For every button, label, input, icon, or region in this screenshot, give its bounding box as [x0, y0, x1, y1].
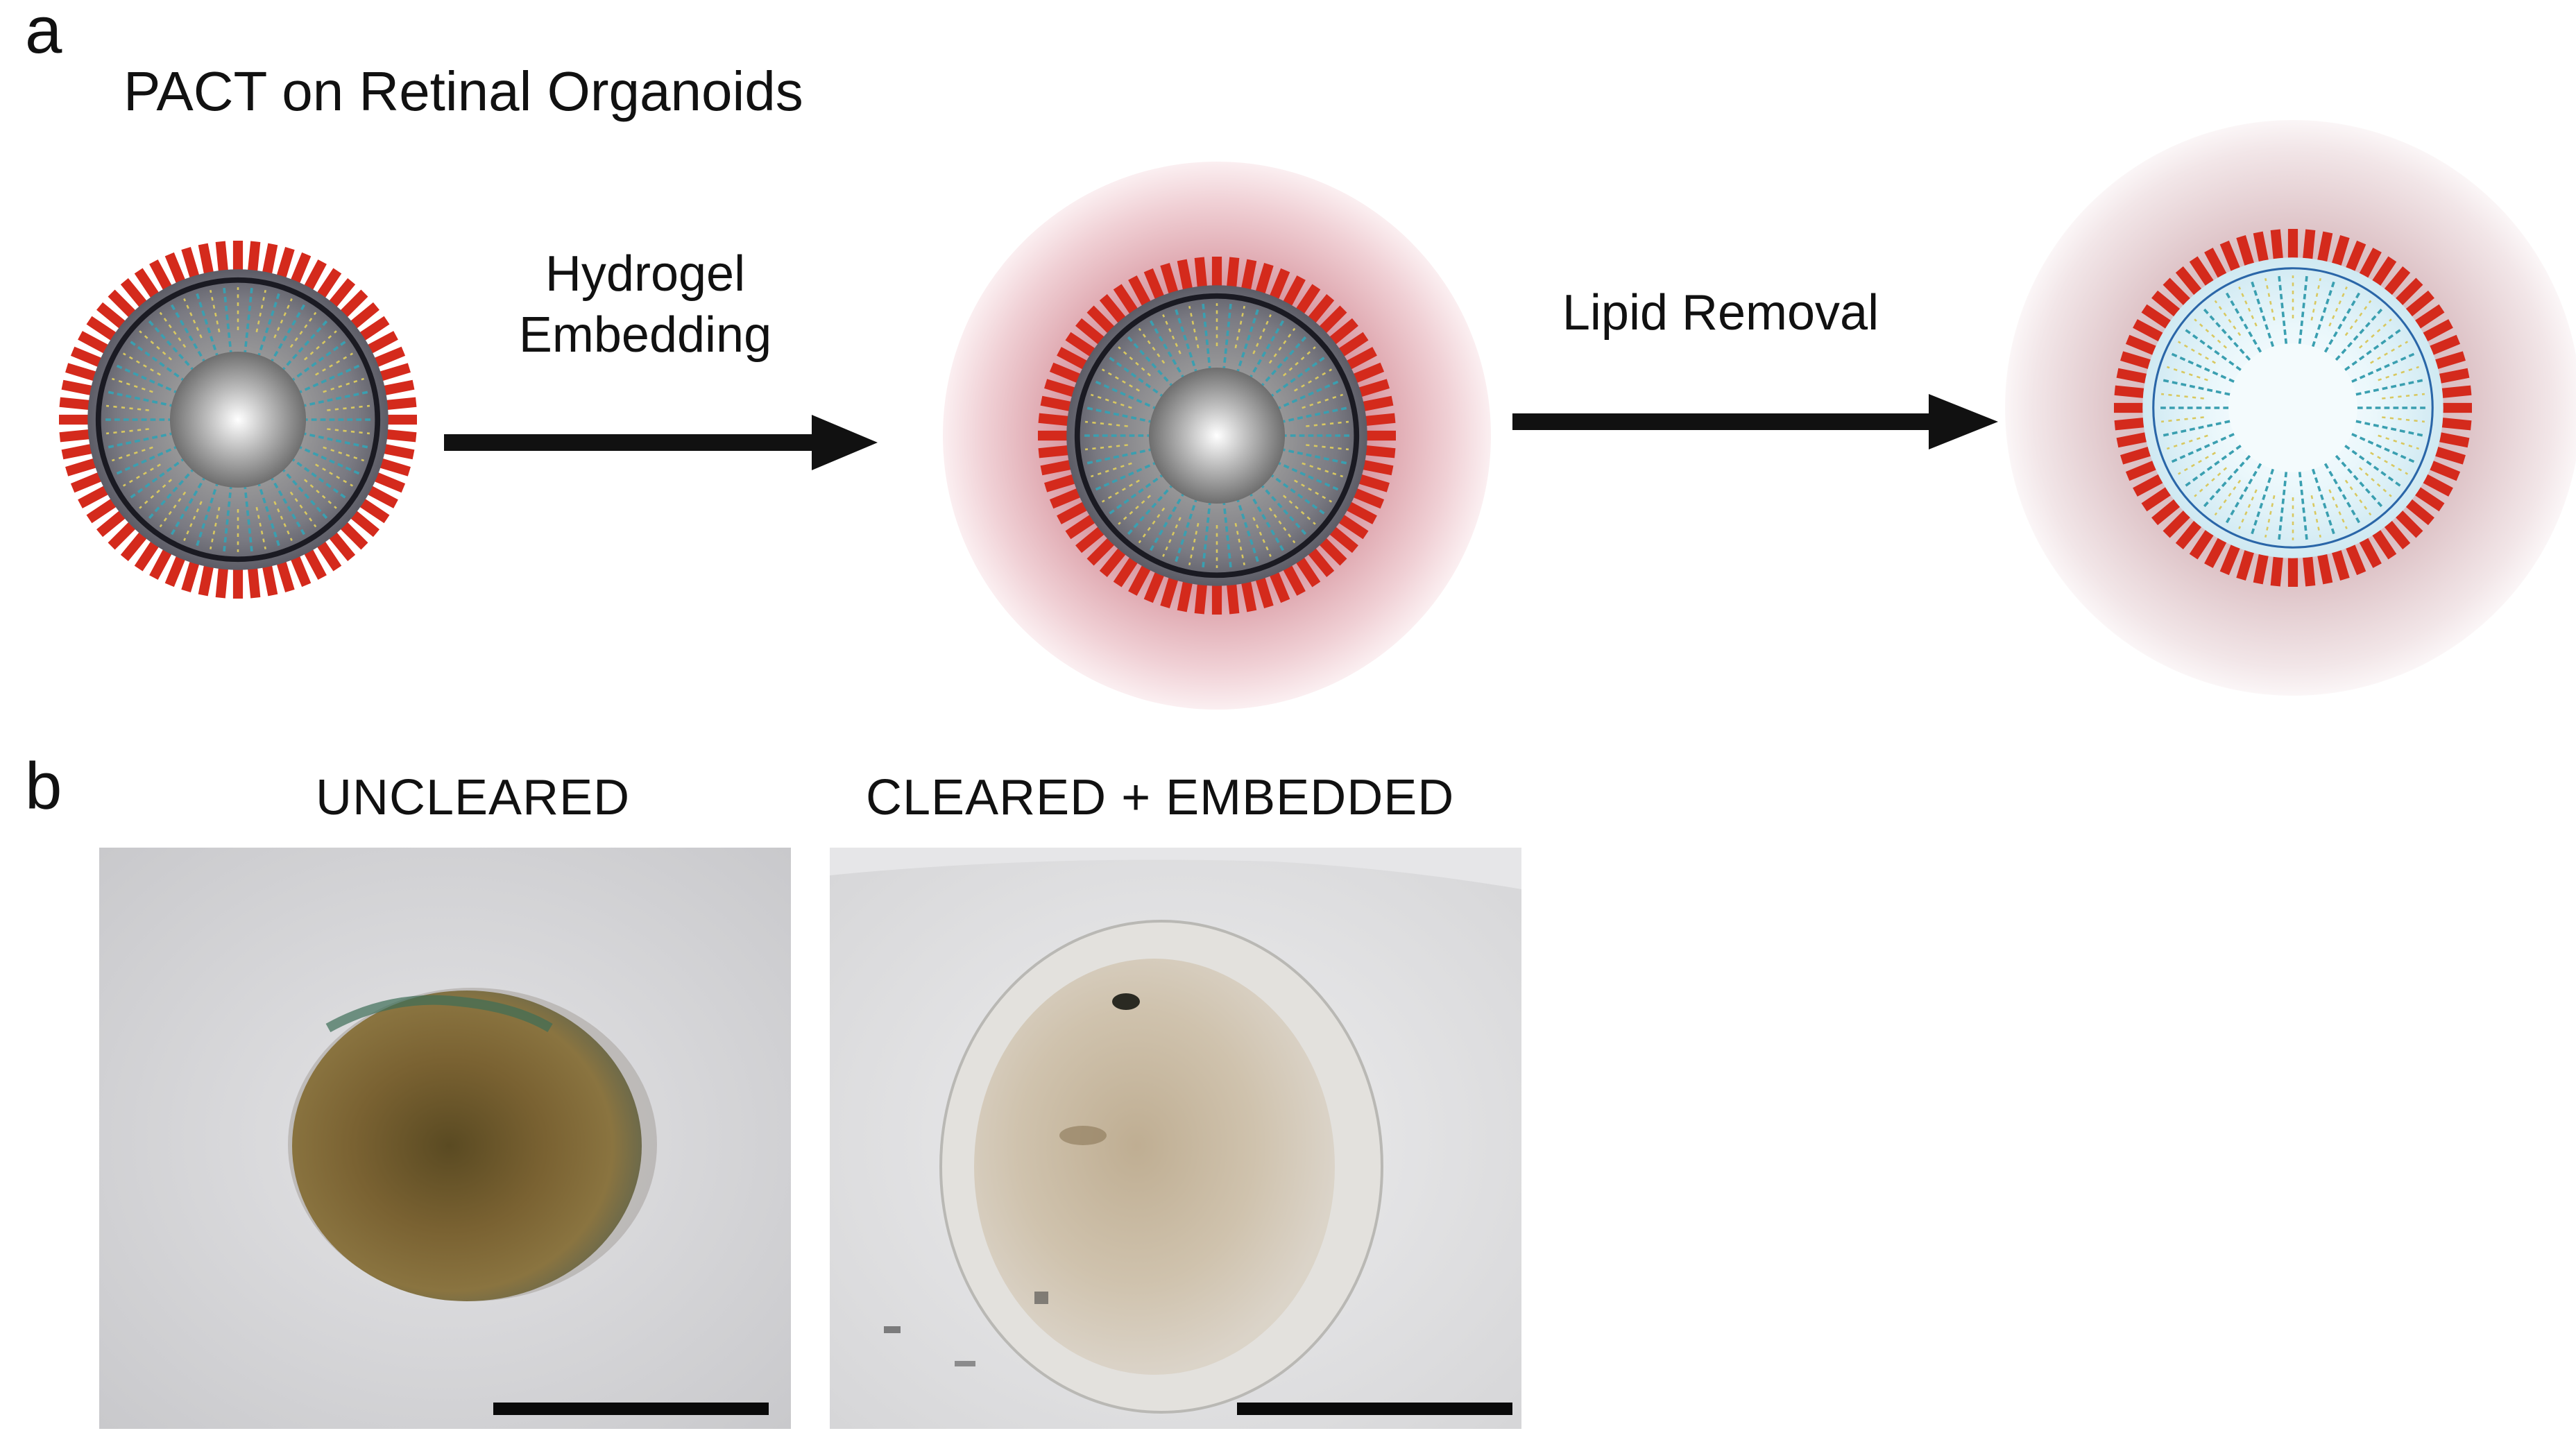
scale-bar — [493, 1403, 769, 1415]
panel-b-label: b — [25, 749, 62, 823]
panel-a-label: a — [25, 0, 62, 67]
cleared-embedded-title: CLEARED + EMBEDDED — [866, 770, 1455, 825]
step-label-line: Hydrogel — [545, 246, 746, 302]
organoid-icon — [59, 241, 417, 599]
photoreceptor-ring — [59, 241, 417, 599]
photoreceptor-ring — [2114, 229, 2472, 587]
cleared-organoid-icon — [2114, 229, 2472, 587]
panel-a-diagram — [59, 120, 2576, 710]
uncleared-title: UNCLEARED — [316, 770, 631, 825]
retinal-cell-layer — [1080, 300, 1354, 572]
panel-a-title: PACT on Retinal Organoids — [123, 60, 803, 122]
embedded-organoid-icon — [1038, 257, 1396, 615]
arrow-hydrogel-embedding — [444, 415, 878, 470]
scale-bar — [1237, 1403, 1512, 1415]
photoreceptor-ring — [1038, 257, 1396, 615]
step-lipid-removal-label: Lipid Removal — [1512, 283, 1929, 344]
organoid-tissue — [292, 991, 642, 1301]
step-hydrogel-embedding-label: Hydrogel Embedding — [486, 244, 805, 366]
arrow-lipid-removal — [1512, 394, 1998, 449]
uncleared-organoid-image — [99, 848, 791, 1429]
retinal-cell-layer — [101, 284, 375, 556]
organoid-tissue — [974, 959, 1335, 1375]
step-label-line: Embedding — [518, 307, 772, 363]
cleared-embedded-organoid-image — [830, 848, 1521, 1429]
retinal-cell-layer — [2156, 272, 2430, 544]
step-label-line: Lipid Removal — [1562, 285, 1879, 341]
